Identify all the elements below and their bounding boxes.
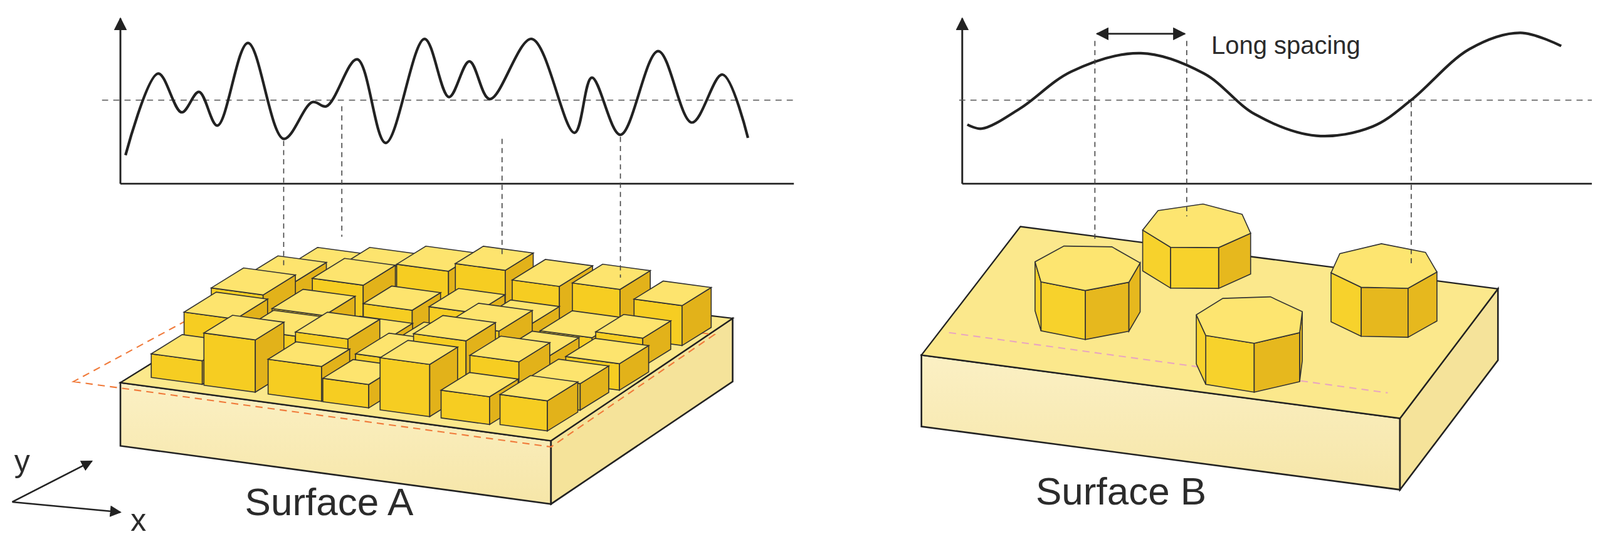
waviness-profile [967, 32, 1562, 137]
projection-line [283, 141, 285, 268]
roughness-profile [125, 38, 748, 156]
waviness-peak [1035, 246, 1141, 340]
x-axis [962, 183, 1592, 185]
reference-line [949, 332, 1389, 394]
projection-line [620, 136, 622, 278]
mean-line [959, 99, 1592, 101]
y-axis [961, 18, 964, 184]
slab-b-top [921, 226, 1499, 419]
spacing-arrow [1097, 32, 1185, 35]
waviness-peak [1196, 297, 1303, 393]
waviness-peak [1142, 204, 1251, 290]
y-axis [119, 18, 122, 184]
surface-label: Surface A [245, 482, 414, 522]
x-direction [12, 502, 122, 513]
surface-label: Surface B [1035, 472, 1207, 511]
projection-line [341, 105, 343, 237]
slab-a-top [120, 267, 733, 442]
projection-line [1186, 40, 1188, 217]
roughness-peak [500, 375, 579, 431]
x-axis [120, 183, 794, 185]
axis-label: x [130, 504, 147, 537]
projection-line [1410, 102, 1412, 264]
axis-label: y [14, 445, 31, 478]
projection-line [501, 139, 503, 256]
projection-line [1094, 40, 1096, 241]
reference-plane [73, 273, 715, 448]
waviness-peak [1331, 243, 1437, 338]
spacing-label: Long spacing [1211, 32, 1361, 58]
